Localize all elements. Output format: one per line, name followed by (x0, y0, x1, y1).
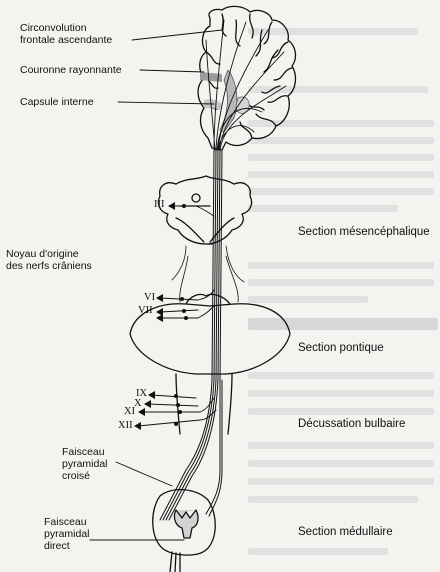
nucleus-iii (182, 204, 186, 208)
nerve-label-vii: VII (138, 305, 153, 316)
label-faisceau-croise: Faisceau pyramidal croisé (62, 446, 108, 482)
arrowhead-iii (168, 202, 175, 210)
spinal-grey-matter (174, 510, 198, 538)
midbrain-peduncle-left (176, 218, 204, 242)
nerve-vi-arrow (160, 298, 198, 300)
medulla-right-edge (228, 374, 232, 434)
nucleus-ix (174, 394, 178, 398)
nerve-label-vi: VI (144, 292, 155, 303)
midbrain-section (158, 183, 251, 244)
label-faisceau-direct: Faisceau pyramidal direct (44, 516, 90, 552)
arrowhead-ix (148, 391, 155, 399)
nerve-x-arrow (148, 404, 198, 406)
aqueduct (192, 194, 200, 202)
arrowhead-xii (134, 422, 141, 430)
midbrain-top (176, 176, 234, 184)
pons-fibers-right (226, 246, 244, 302)
nucleus-vi (180, 297, 184, 301)
nerve-vii-arrow (160, 310, 198, 312)
capsule-shading (204, 99, 222, 110)
pons-fibers-left (172, 246, 188, 302)
nucleus-vii-2 (184, 316, 188, 320)
arrowhead-vii-2 (156, 314, 163, 322)
section-decussation-label: Décussation bulbaire (298, 418, 405, 431)
pyramidal-tract-bundle (212, 150, 222, 380)
nerve-label-x: X (134, 398, 142, 409)
label-capsule: Capsule interne (20, 96, 94, 108)
nucleus-vii (182, 309, 186, 313)
label-circonvolution: Circonvolution frontale ascendante (20, 22, 112, 46)
section-mesencephalique-label: Section mésencéphalique (298, 226, 430, 239)
pointer-couronne (140, 70, 204, 72)
section-medullaire-label: Section médullaire (298, 526, 393, 539)
arrowhead-xi (138, 408, 145, 416)
pointer-faisceau-croise (116, 462, 172, 486)
pointer-circonvolution (132, 30, 222, 40)
arrowhead-x (144, 400, 151, 408)
section-pontique-label: Section pontique (298, 342, 384, 355)
arrowhead-vi (156, 294, 163, 302)
nucleus-xii (174, 422, 178, 426)
pointer-capsule (118, 102, 214, 104)
nerve-ix-arrow (152, 395, 196, 398)
label-noyau: Noyau d'origine des nerfs crâniens (6, 248, 92, 272)
pons-outline (130, 304, 290, 374)
label-couronne: Couronne rayonnante (20, 64, 122, 76)
nerve-label-xii: XII (118, 420, 133, 431)
nucleus-xi (178, 410, 182, 414)
decussation-fibers (160, 380, 218, 520)
nerve-label-xi: XI (124, 406, 135, 417)
nerve-xii-arrow (138, 420, 200, 426)
nucleus-x (176, 403, 180, 407)
nerve-label-iii: III (154, 199, 165, 210)
